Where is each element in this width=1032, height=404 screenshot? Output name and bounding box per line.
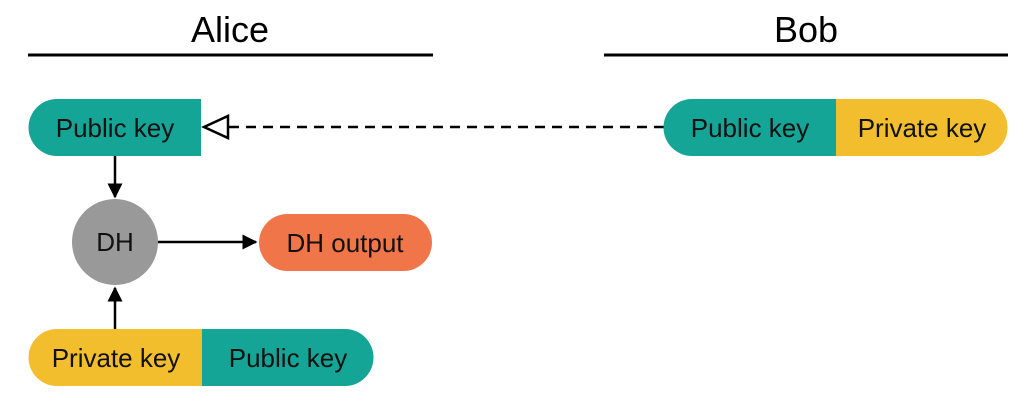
dh-node: DH bbox=[72, 199, 158, 285]
alice-title: Alice bbox=[191, 9, 269, 50]
bob-to-alice-key-transfer bbox=[200, 114, 664, 140]
alice-private-key-shape bbox=[28, 329, 202, 386]
bob-public-key-shape bbox=[663, 99, 836, 156]
bob-private-key-label: Private key bbox=[858, 113, 987, 143]
alice-public-key-label: Public key bbox=[229, 343, 348, 373]
hollow-triangle-arrowhead-icon bbox=[200, 114, 230, 140]
dh-output: DH output bbox=[259, 214, 432, 271]
alice-private-key-label: Private key bbox=[52, 343, 181, 373]
alice-header: Alice bbox=[28, 9, 433, 57]
dh-circle bbox=[72, 199, 158, 285]
received-public-key-label: Public key bbox=[56, 113, 175, 143]
bob-private-key-shape bbox=[836, 99, 1008, 156]
dh-output-shape bbox=[259, 214, 432, 271]
bob-title: Bob bbox=[774, 9, 838, 50]
bob-header: Bob bbox=[604, 9, 1008, 57]
alice-keypair: Private key Public key bbox=[28, 329, 374, 386]
dh-output-label: DH output bbox=[286, 228, 404, 258]
alice-public-key-shape bbox=[202, 329, 374, 386]
received-public-key-shape bbox=[28, 99, 201, 156]
bob-keypair: Public key Private key bbox=[663, 99, 1008, 156]
dh-label: DH bbox=[96, 227, 134, 257]
alice-received-public-key: Public key bbox=[28, 99, 201, 156]
bob-public-key-label: Public key bbox=[691, 113, 810, 143]
